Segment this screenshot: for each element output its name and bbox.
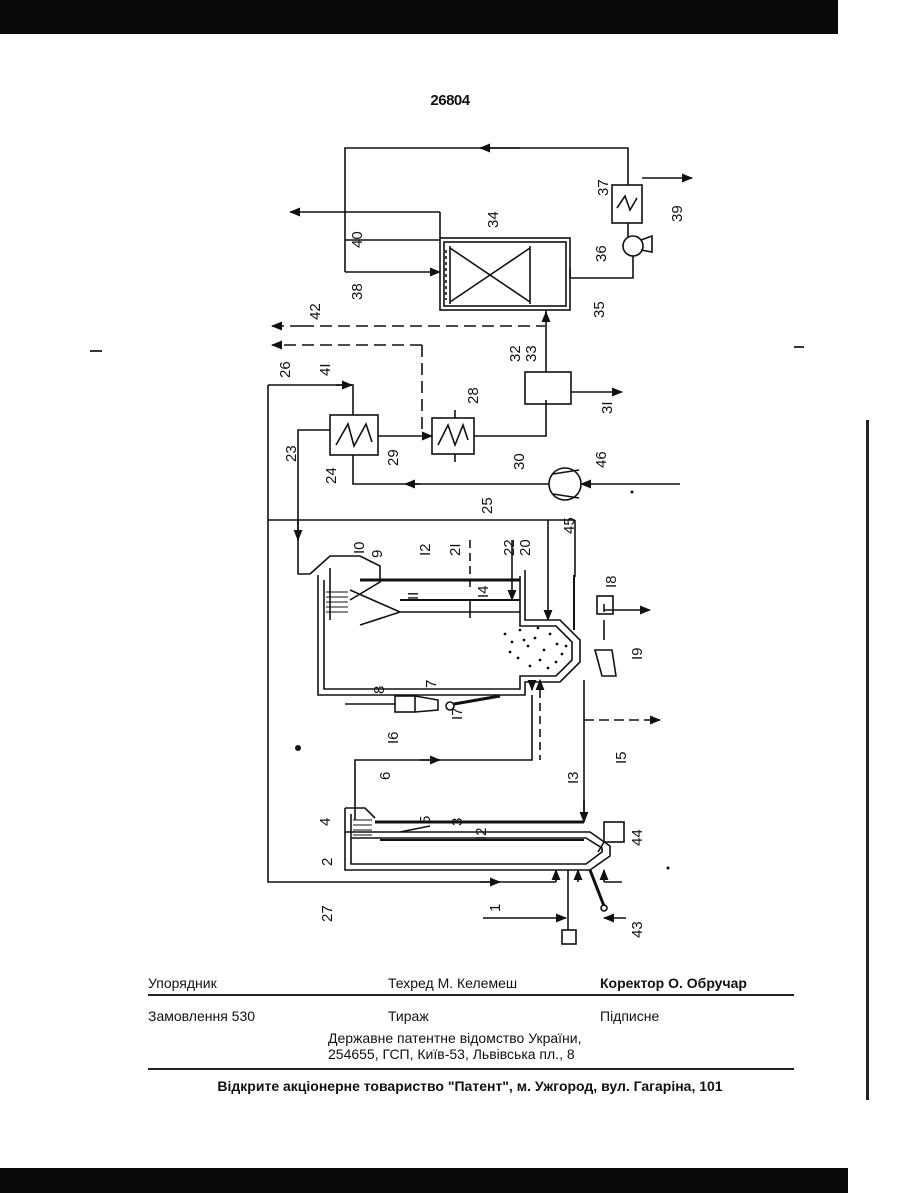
label-12a: I2: [417, 543, 434, 556]
heat-exchanger-37: [612, 185, 642, 223]
column-34: [440, 238, 570, 310]
label-14: I4: [475, 585, 492, 598]
label-5: 5: [417, 816, 434, 824]
heat-exchanger-28: [432, 418, 474, 454]
credit-techred: Техред М. Келемеш: [388, 975, 517, 991]
label-43: 43: [629, 921, 646, 938]
label-16: I6: [385, 731, 402, 744]
label-22: 22: [501, 539, 518, 556]
label-11: II: [405, 592, 422, 600]
pump-36: [623, 236, 643, 256]
credit-compiler: Упорядник: [148, 975, 217, 991]
credit-corrector: Коректор О. Обручар: [600, 975, 747, 991]
label-36: 36: [593, 245, 610, 262]
label-18: I8: [603, 575, 620, 588]
label-46: 46: [593, 451, 610, 468]
label-29: 29: [385, 449, 402, 466]
label-32: 32: [507, 345, 524, 362]
office-address: 254655, ГСП, Київ-53, Львівська пл., 8: [328, 1046, 575, 1062]
label-38: 38: [349, 283, 366, 300]
recycle-line-40: [345, 148, 628, 272]
office-name: Державне патентне відомство України,: [328, 1030, 582, 1046]
label-10: I0: [351, 541, 368, 554]
label-15: I5: [613, 751, 630, 764]
label-40: 40: [349, 231, 366, 248]
footer-rule-bottom: [148, 1068, 794, 1070]
label-1: 1: [487, 904, 504, 912]
reactor-8: [310, 556, 580, 695]
print-run: Тираж: [388, 1008, 429, 1024]
label-34: 34: [485, 211, 502, 228]
label-6: 6: [377, 772, 394, 780]
label-23: 23: [283, 445, 300, 462]
label-37: 37: [595, 179, 612, 196]
label-21: 2I: [447, 543, 464, 556]
label-17: I7: [449, 707, 466, 720]
label-28: 28: [465, 387, 482, 404]
label-45: 45: [561, 517, 578, 534]
label-33: 33: [523, 345, 540, 362]
subscription: Підписне: [600, 1008, 659, 1024]
footer-rule-top: [148, 994, 794, 996]
label-4: 4: [317, 818, 334, 826]
label-8: 8: [371, 686, 388, 694]
label-13: I3: [565, 771, 582, 784]
publisher-line: Відкрите акціонерне товариство "Патент",…: [0, 1078, 900, 1094]
label-25: 25: [479, 497, 496, 514]
scan-border-bottom: [0, 1168, 848, 1193]
label-42: 42: [307, 303, 324, 320]
label-27: 27: [319, 905, 336, 922]
label-19: I9: [629, 647, 646, 660]
label-41: 4I: [317, 363, 334, 376]
label-7: 7: [423, 680, 440, 688]
label-9: 9: [369, 550, 386, 558]
separator-32: [525, 372, 571, 404]
label-24: 24: [323, 467, 340, 484]
order-number: Замовлення 530: [148, 1008, 255, 1024]
label-30: 30: [511, 453, 528, 470]
label-31: 3I: [599, 401, 616, 414]
label-44: 44: [629, 829, 646, 846]
label-12b: I2: [473, 827, 490, 840]
label-26: 26: [277, 361, 294, 378]
heat-exchanger-24: [330, 415, 378, 455]
label-3: 3: [449, 818, 466, 826]
label-39: 39: [669, 205, 686, 222]
label-2: 2: [319, 858, 336, 866]
label-35: 35: [591, 301, 608, 318]
label-20: 20: [517, 539, 534, 556]
particle-bed: [504, 627, 568, 670]
